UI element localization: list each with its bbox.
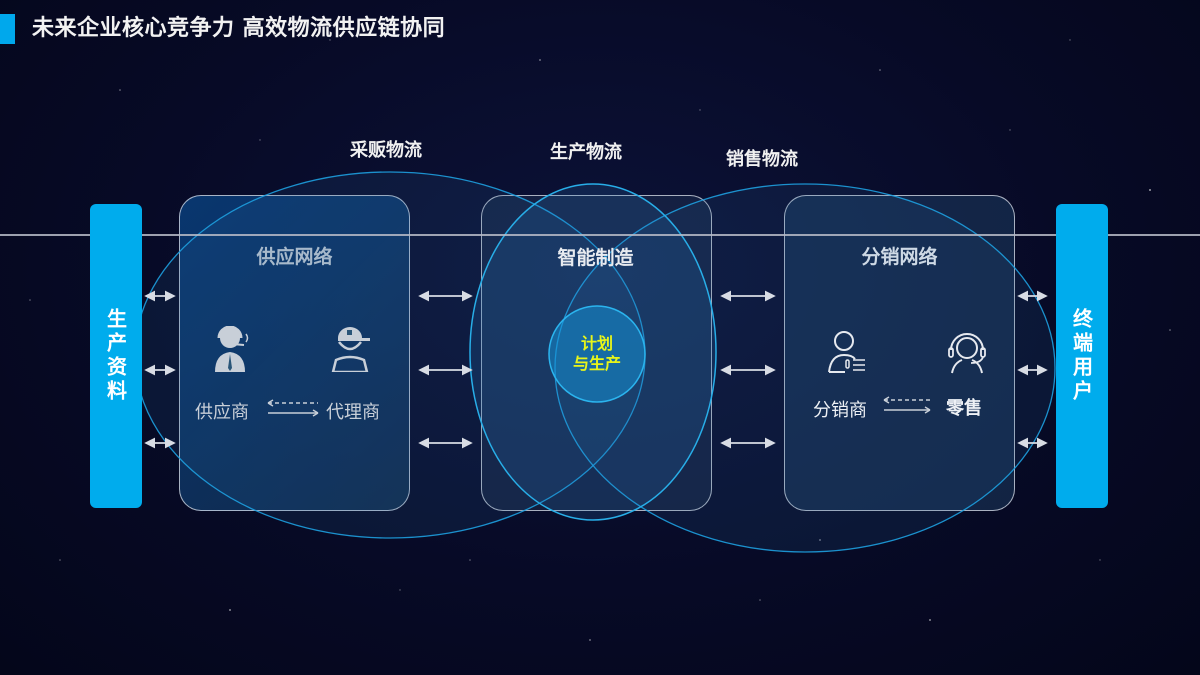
page-title: 未来企业核心竞争力 高效物流供应链协同 [32, 16, 446, 41]
agent-label: 代理商 [326, 402, 380, 423]
supply-network-title: 供应网络 [180, 242, 409, 269]
end-user-label: 终端用户 [1069, 308, 1094, 404]
flow-label-procurement: 采贩物流 [350, 140, 422, 161]
supply-network-box: 供应网络 [179, 195, 410, 511]
production-materials-pill: 生产资料 [90, 204, 142, 508]
delivery-person-icon [331, 327, 370, 372]
title-accent-bar [0, 14, 15, 44]
flow-label-sales: 销售物流 [726, 149, 798, 170]
customer-service-person-icon [215, 326, 249, 372]
retail-label: 零售 [946, 398, 982, 419]
production-materials-label: 生产资料 [103, 308, 128, 404]
headset-agent-icon [948, 333, 986, 374]
core-line-1: 计划 [580, 334, 613, 353]
user-profile-icon [828, 331, 865, 373]
horizontal-guide-line [0, 234, 1200, 236]
supplier-label: 供应商 [195, 402, 249, 423]
core-line-2: 与生产 [572, 354, 621, 373]
end-user-pill: 终端用户 [1056, 204, 1108, 508]
planning-production-core: 计划 与生产 [557, 334, 637, 374]
smart-manufacturing-title: 智能制造 [557, 247, 634, 269]
flow-label-production: 生产物流 [550, 142, 622, 163]
distribution-network-title: 分销网络 [785, 242, 1014, 269]
distributor-label: 分销商 [813, 400, 867, 421]
